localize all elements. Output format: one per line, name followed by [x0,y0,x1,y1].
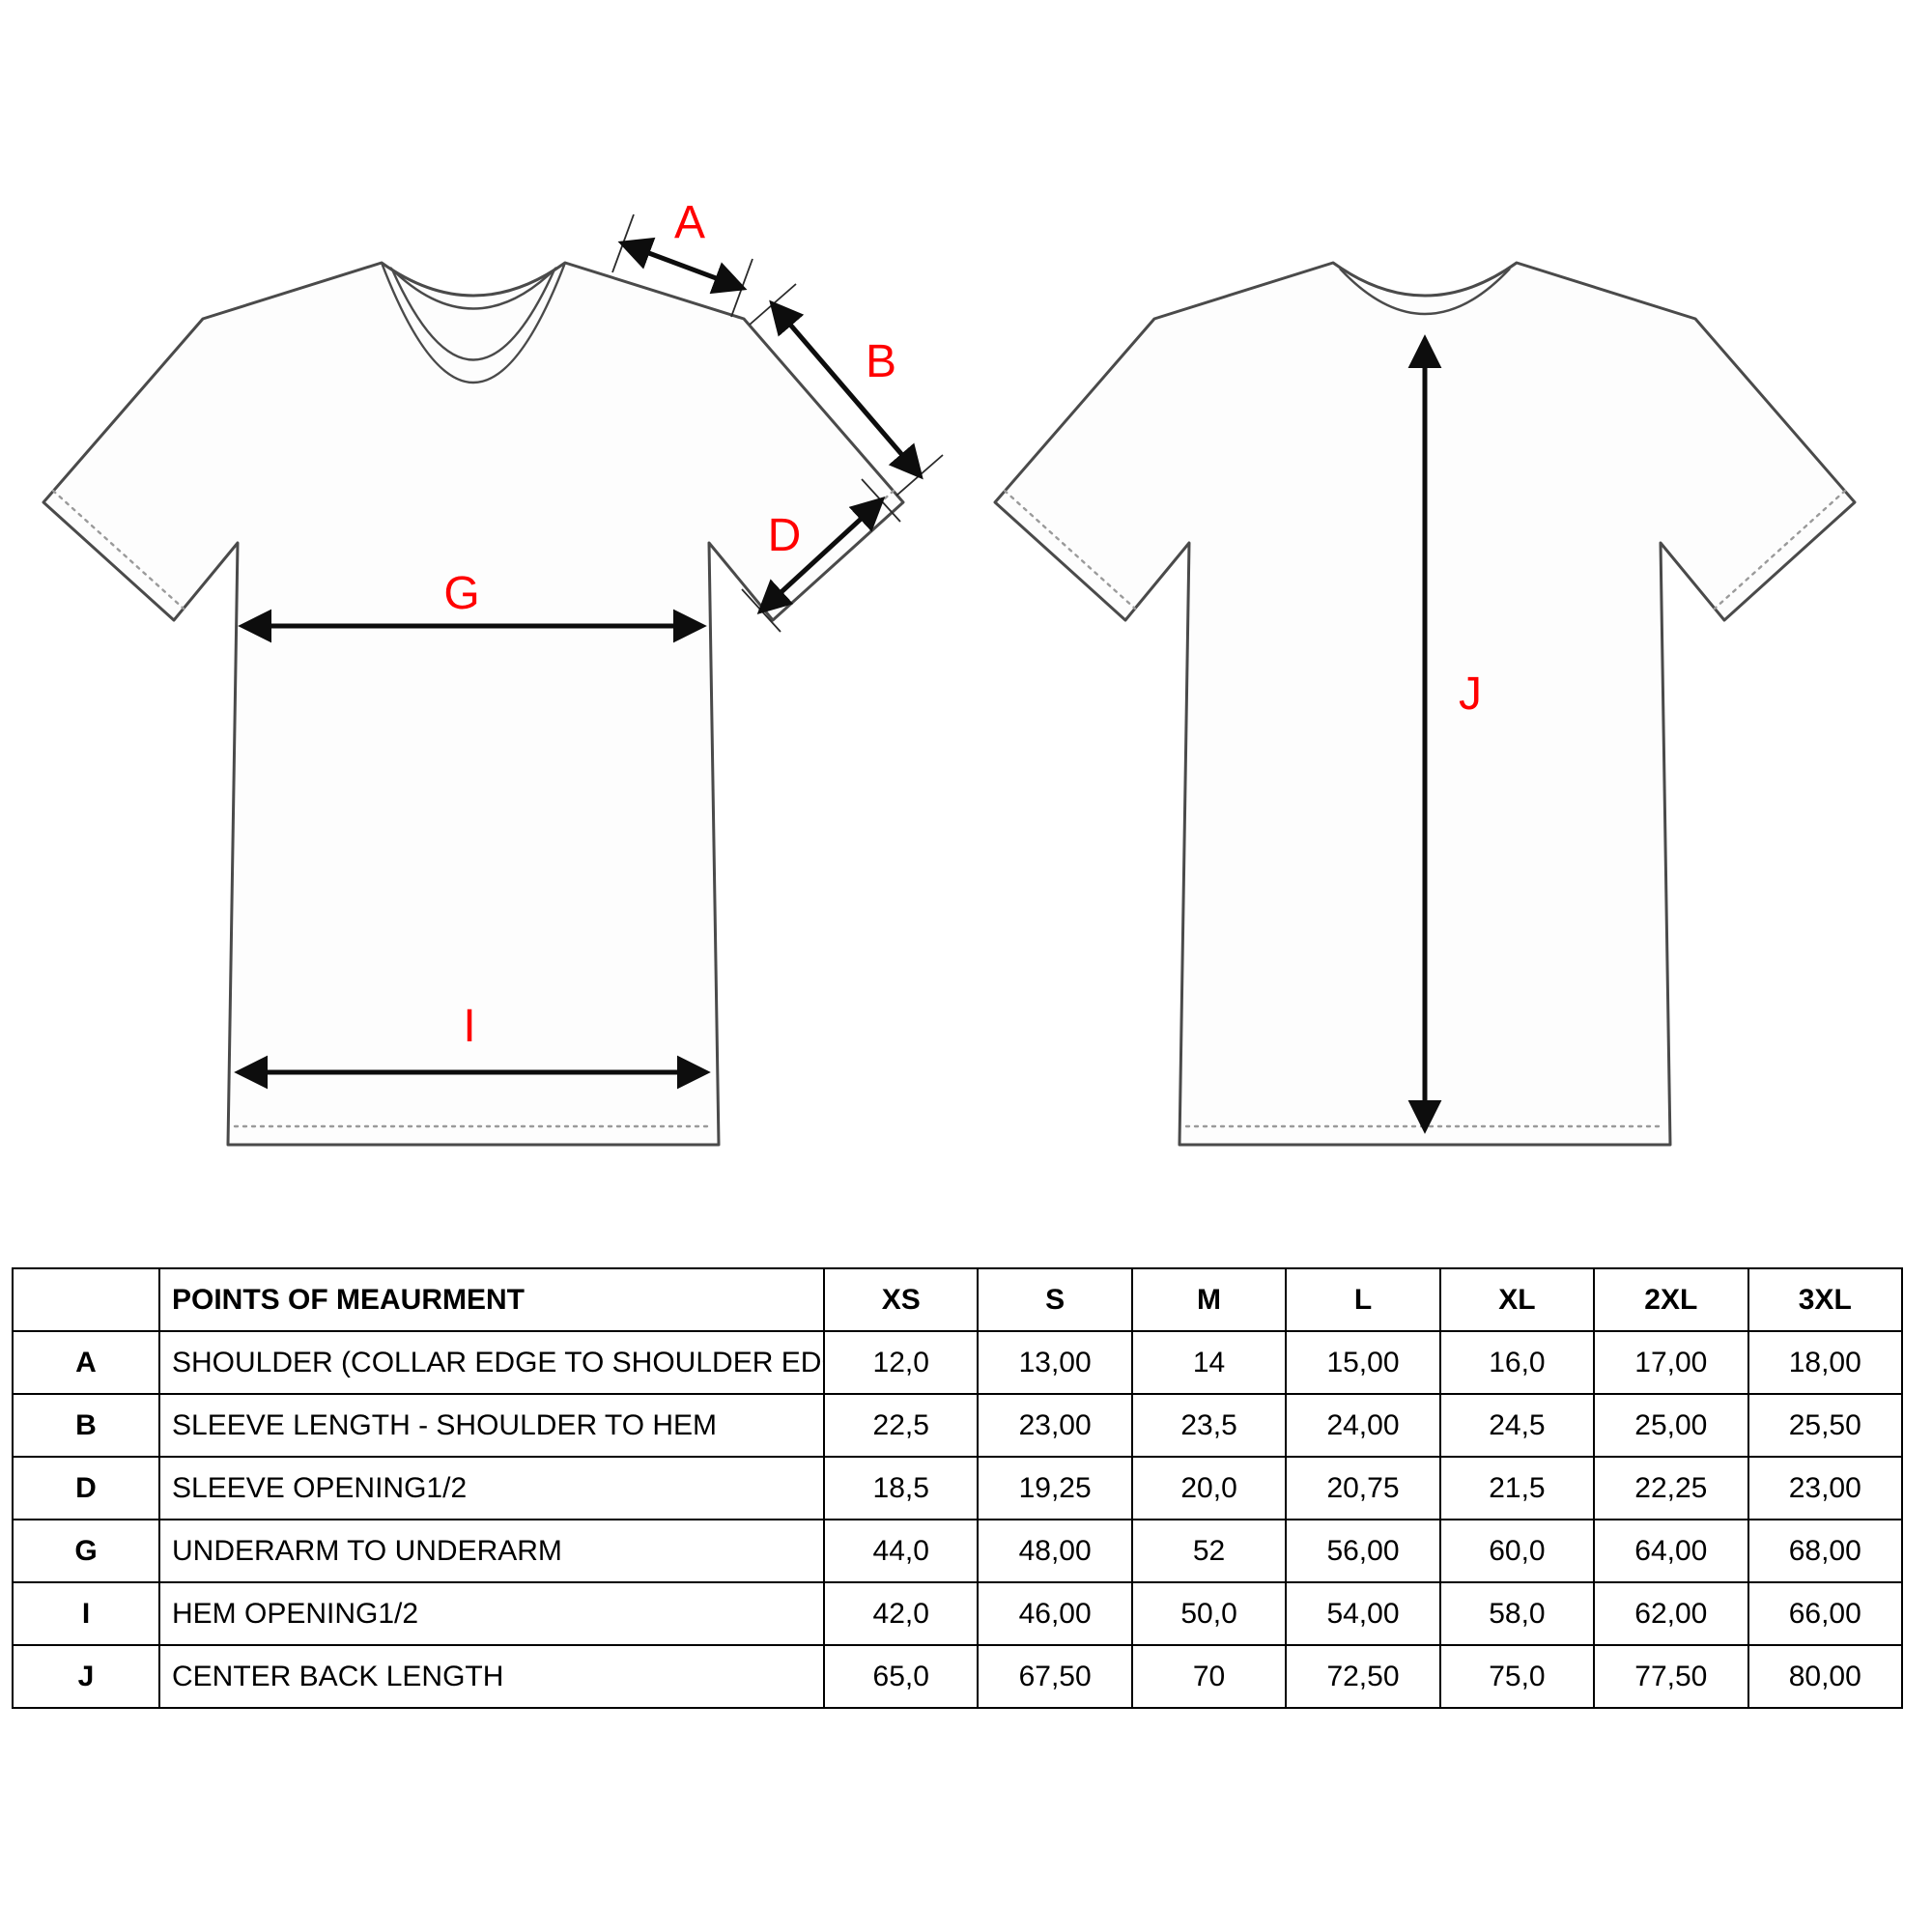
measure-b-arrow [769,299,923,480]
row-size-value: 42,0 [822,1581,980,1646]
row-size-value: 23,5 [1130,1393,1288,1458]
row-size-value: 75,0 [1438,1644,1596,1709]
row-key-letter: A [12,1330,160,1395]
header-points-of-measurement: POINTS OF MEAURMENT [158,1267,825,1332]
row-size-value: 68,00 [1747,1519,1904,1583]
row-size-value: 46,00 [977,1581,1133,1646]
measure-j-center-back-length: J [1407,334,1482,1134]
row-size-value: 19,25 [977,1456,1133,1520]
row-size-value: 25,50 [1747,1393,1904,1458]
row-size-value: 13,00 [977,1330,1133,1395]
row-size-value: 48,00 [977,1519,1133,1583]
row-size-value: 25,00 [1593,1393,1749,1458]
header-size-2xl: 2XL [1593,1267,1749,1332]
header-size-xs: XS [822,1267,980,1332]
row-key-letter: J [12,1644,160,1709]
row-size-value: 56,00 [1285,1519,1441,1583]
measure-b-sleeve-length: B [749,283,944,497]
row-size-value: 24,5 [1438,1393,1596,1458]
row-size-value: 21,5 [1438,1456,1596,1520]
row-size-value: 54,00 [1285,1581,1441,1646]
row-size-value: 12,0 [822,1330,980,1395]
measure-i-hem-opening: I [234,1001,711,1090]
row-measurement-label: CENTER BACK LENGTH [158,1644,825,1709]
row-size-value: 14 [1130,1330,1288,1395]
row-size-value: 66,00 [1747,1581,1904,1646]
row-size-value: 16,0 [1438,1330,1596,1395]
row-size-value: 58,0 [1438,1581,1596,1646]
tshirt-measurement-diagram: A B D G I [42,197,1857,1147]
row-measurement-label: UNDERARM TO UNDERARM [158,1519,825,1583]
row-size-value: 24,00 [1285,1393,1441,1458]
row-size-value: 62,00 [1593,1581,1749,1646]
row-size-value: 44,0 [822,1519,980,1583]
row-measurement-label: HEM OPENING1/2 [158,1581,825,1646]
front-back-collar-seam [389,267,557,310]
header-key-cell [12,1267,160,1332]
row-size-value: 52 [1130,1519,1288,1583]
header-size-m: M [1130,1267,1288,1332]
row-size-value: 20,75 [1285,1456,1441,1520]
measure-i-label: I [463,1001,475,1052]
table-header-row: POINTS OF MEAURMENT XS S M L XL 2XL 3XL [12,1267,1904,1332]
tshirt-front-view [42,261,905,1147]
row-size-value: 22,5 [822,1393,980,1458]
front-left-sleeve-stitch [51,489,185,611]
row-size-value: 70 [1130,1644,1288,1709]
row-size-value: 23,00 [977,1393,1133,1458]
measure-j-label: J [1459,668,1482,720]
row-size-value: 64,00 [1593,1519,1749,1583]
header-size-xl: XL [1438,1267,1596,1332]
row-size-value: 65,0 [822,1644,980,1709]
row-size-value: 50,0 [1130,1581,1288,1646]
tshirt-front-outline [42,261,905,1147]
back-collar-ribbing [1339,268,1511,316]
header-size-l: L [1285,1267,1441,1332]
row-size-value: 20,0 [1130,1456,1288,1520]
back-right-sleeve-stitch [1713,489,1847,611]
row-key-letter: I [12,1581,160,1646]
row-size-value: 67,50 [977,1644,1133,1709]
row-size-value: 23,00 [1747,1456,1904,1520]
front-neckline-ribbing [390,269,556,361]
row-size-value: 18,00 [1747,1330,1904,1395]
back-left-sleeve-stitch [1003,489,1137,611]
measure-g-label: G [443,568,479,619]
measure-a-shoulder: A [611,197,753,318]
header-size-3xl: 3XL [1747,1267,1904,1332]
front-neckline-outer [380,262,567,384]
measure-a-label: A [674,197,705,248]
row-key-letter: B [12,1393,160,1458]
measurement-arrows: A B D G I [234,197,1482,1134]
row-size-value: 77,50 [1593,1644,1749,1709]
row-measurement-label: SHOULDER (COLLAR EDGE TO SHOULDER EDGE) [158,1330,825,1395]
header-size-s: S [977,1267,1133,1332]
row-measurement-label: SLEEVE LENGTH - SHOULDER TO HEM [158,1393,825,1458]
row-size-value: 18,5 [822,1456,980,1520]
measure-g-underarm-width: G [238,568,707,643]
measure-d-label: D [768,510,802,561]
measurement-table: POINTS OF MEAURMENT XS S M L XL 2XL 3XL … [12,1267,1904,1709]
row-size-value: 60,0 [1438,1519,1596,1583]
row-key-letter: G [12,1519,160,1583]
measure-a-arrow [617,237,748,295]
row-key-letter: D [12,1456,160,1520]
row-size-value: 15,00 [1285,1330,1441,1395]
measure-d-sleeve-opening: D [741,478,901,633]
row-size-value: 17,00 [1593,1330,1749,1395]
row-size-value: 22,25 [1593,1456,1749,1520]
measure-d-arrow [756,497,886,614]
row-size-value: 72,50 [1285,1644,1441,1709]
row-measurement-label: SLEEVE OPENING1/2 [158,1456,825,1520]
row-size-value: 80,00 [1747,1644,1904,1709]
measure-b-label: B [866,336,896,387]
